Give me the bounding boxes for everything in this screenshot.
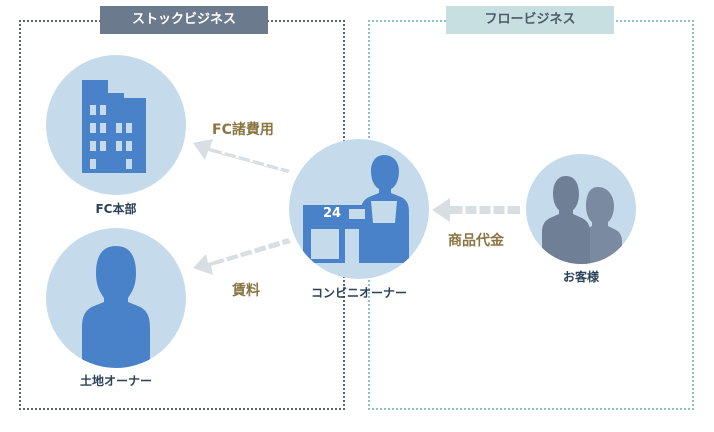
conbini-owner-label: コンビニオーナー bbox=[310, 286, 407, 300]
arrow-sales bbox=[432, 198, 520, 222]
hq-label: FC本部 bbox=[95, 202, 137, 216]
arrow-fc-fees bbox=[193, 139, 290, 173]
customers-node bbox=[526, 154, 636, 264]
conbini-owner-node: 24 bbox=[289, 139, 429, 279]
people-icon bbox=[542, 176, 622, 264]
arrow-rent bbox=[193, 238, 291, 275]
person-icon bbox=[82, 246, 150, 368]
store-owner-icon bbox=[303, 155, 409, 263]
store-sign-number: 24 bbox=[322, 206, 342, 221]
landowner-label: 土地オーナー bbox=[79, 374, 152, 388]
rent-label: 賃料 bbox=[232, 283, 260, 299]
customers-label: お客様 bbox=[562, 270, 599, 284]
landowner-node bbox=[46, 228, 186, 368]
stock-business-title: ストックビジネス bbox=[100, 6, 268, 34]
hq-node bbox=[46, 55, 186, 195]
fc-fees-label: FC諸費用 bbox=[212, 122, 274, 138]
office-building-icon bbox=[82, 80, 146, 173]
flow-business-title: フロービジネス bbox=[446, 6, 614, 34]
sales-label: 商品代金 bbox=[448, 233, 504, 249]
